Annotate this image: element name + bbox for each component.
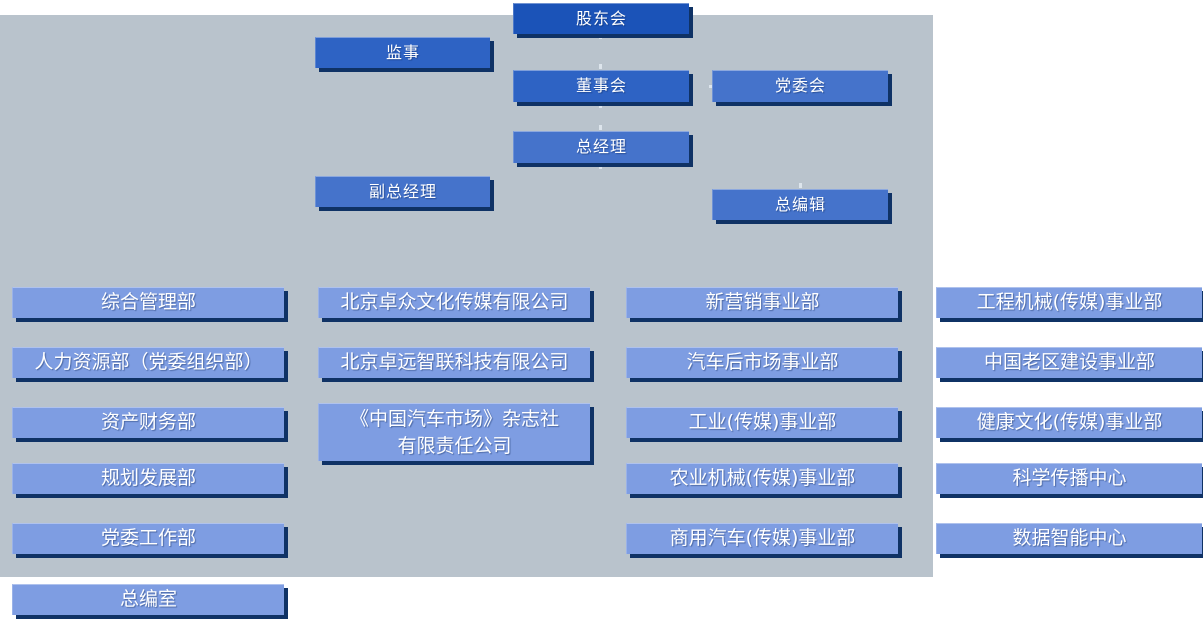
dept-node: 汽车后市场事业部 xyxy=(626,347,898,378)
org-node-deputy-general-manager: 副总经理 xyxy=(315,176,490,207)
connector-tick xyxy=(709,85,714,88)
dept-node: 人力资源部（党委组织部） xyxy=(12,347,284,378)
dept-node: 健康文化(传媒)事业部 xyxy=(936,407,1202,438)
connector-tick xyxy=(599,103,602,108)
connector-tick xyxy=(599,64,602,69)
dept-node: 中国老区建设事业部 xyxy=(936,347,1202,378)
dept-node: 党委工作部 xyxy=(12,523,284,554)
org-node-supervisor: 监事 xyxy=(315,37,490,68)
org-node-board: 董事会 xyxy=(513,70,689,102)
dept-node: 新营销事业部 xyxy=(626,287,898,318)
connector-tick xyxy=(489,52,494,55)
connector-tick xyxy=(599,34,602,39)
dept-node: 农业机械(传媒)事业部 xyxy=(626,463,898,494)
connector-tick xyxy=(599,164,602,169)
connector-tick xyxy=(799,183,802,188)
connector-tick xyxy=(489,190,494,193)
dept-node: 工业(传媒)事业部 xyxy=(626,407,898,438)
dept-node: 科学传播中心 xyxy=(936,463,1202,494)
org-node-shareholders: 股东会 xyxy=(513,3,689,34)
org-node-general-manager: 总经理 xyxy=(513,131,689,163)
dept-node: 总编室 xyxy=(12,584,284,615)
dept-node: 数据智能中心 xyxy=(936,523,1202,554)
dept-node: 工程机械(传媒)事业部 xyxy=(936,287,1202,318)
dept-node: 北京卓众文化传媒有限公司 xyxy=(318,287,590,318)
dept-node: 资产财务部 xyxy=(12,407,284,438)
org-node-party-committee: 党委会 xyxy=(712,70,888,102)
dept-node: 综合管理部 xyxy=(12,287,284,318)
dept-node: 《中国汽车市场》杂志社 有限责任公司 xyxy=(318,403,590,461)
org-node-editor-in-chief: 总编辑 xyxy=(712,189,888,220)
dept-node: 商用汽车(传媒)事业部 xyxy=(626,523,898,554)
connector-tick xyxy=(599,125,602,130)
dept-node: 北京卓远智联科技有限公司 xyxy=(318,347,590,378)
dept-node: 规划发展部 xyxy=(12,463,284,494)
